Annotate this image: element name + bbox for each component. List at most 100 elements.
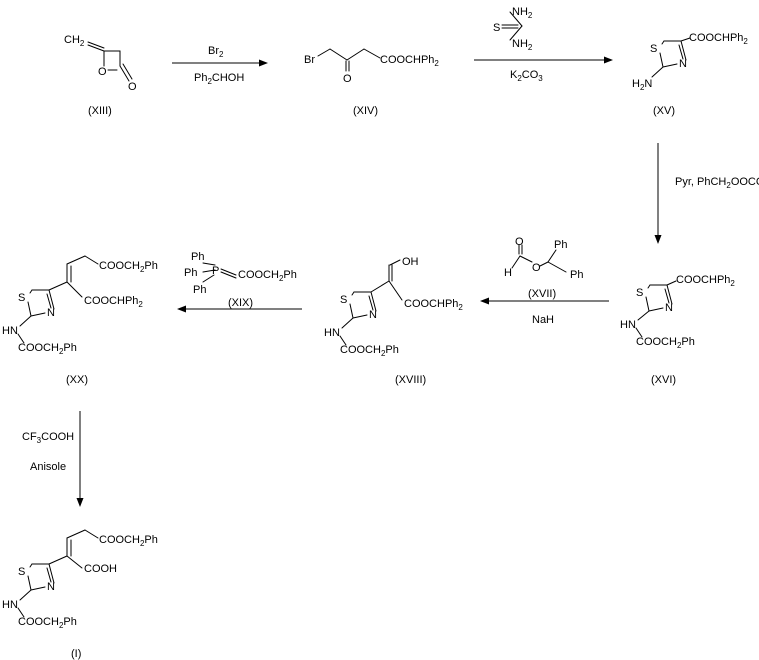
thiourea-nh2-top-subscript: 2: [528, 11, 533, 20]
reagent-benzhydrol-ph: Ph: [194, 72, 207, 84]
reagent-tfa-subscript: 3: [37, 436, 42, 445]
thiourea-nh2-bottom: NH: [512, 38, 528, 50]
thiourea-nh2-top: NH: [512, 6, 528, 18]
phenyl-1: Ph: [554, 239, 567, 251]
benzyl-ester-subscript: 2: [140, 539, 145, 548]
ring-nitrogen: N: [665, 302, 673, 314]
svg-text:CF3COOH: CF3COOH: [22, 431, 74, 445]
compound-label-i: (I): [71, 648, 81, 660]
carboxylic-acid: COOH: [84, 563, 117, 575]
ester-subscript: 2: [434, 59, 439, 68]
ring-sulfur: S: [636, 287, 643, 299]
amide-nh: HN: [324, 327, 340, 339]
ester-oxygen: O: [532, 262, 541, 274]
svg-text:COOCHPh2: COOCHPh2: [676, 274, 735, 288]
ring-nitrogen: N: [679, 58, 687, 70]
compound-xiii: CH2 O O (XIII): [64, 34, 137, 117]
svg-text:H2N: H2N: [632, 78, 652, 92]
cbz-group: COOCH: [340, 344, 381, 356]
reagent-tfa-rest: COOH: [41, 431, 74, 443]
compound-xvi: S N HN COOCH2Ph COOCHPh2 (XVI): [620, 274, 735, 386]
svg-text:Br2: Br2: [208, 45, 224, 59]
compound-label-xvi: (XVI): [651, 374, 676, 386]
cbz-subscript: 2: [59, 347, 64, 356]
svg-text:COOCHPh2: COOCHPh2: [404, 298, 463, 312]
benzhydryl-ester-subscript: 2: [138, 300, 143, 309]
arrow-5: Ph Ph Ph P COOCH2Ph (XIX): [177, 251, 302, 313]
cbz-phenyl: Ph: [63, 616, 76, 628]
svg-text:Pyr, PhCH2OOCCl: Pyr, PhCH2OOCCl: [675, 176, 759, 190]
svg-text:COOCHPh2: COOCHPh2: [689, 32, 748, 46]
reagent-cbz-chloride-rest: OOCCl: [731, 176, 759, 188]
cbz-group: COOCH: [636, 336, 677, 348]
benzyl-ester-group: COOCH: [99, 260, 140, 272]
formyl-h: H: [504, 267, 512, 279]
thiourea-nh2-bottom-subscript: 2: [528, 43, 533, 52]
reagent-tfa-cf: CF: [22, 431, 37, 443]
reagent-benzhydrol-rest: CHOH: [212, 72, 244, 84]
ring-sulfur: S: [650, 43, 657, 55]
hydroxyl: OH: [402, 256, 419, 268]
svg-text:COOCH2Ph: COOCH2Ph: [18, 342, 77, 356]
ylide-ester-phenyl: Ph: [283, 269, 296, 281]
benzyl-ester-phenyl: Ph: [144, 260, 157, 272]
svg-text:NH2: NH2: [512, 38, 533, 52]
cbz-subscript: 2: [381, 349, 386, 358]
cbz-subscript: 2: [59, 621, 64, 630]
svg-text:COOCHPh2: COOCHPh2: [84, 295, 143, 309]
benzyl-ester-group: COOCH: [99, 534, 140, 546]
reagent-bromine-subscript: 2: [219, 50, 224, 59]
svg-text:Ph2CHOH: Ph2CHOH: [194, 72, 244, 86]
arrow-6: CF3COOH Anisole: [22, 411, 84, 507]
amine-h: H: [632, 78, 640, 90]
compound-label-xvii: (XVII): [528, 288, 556, 300]
reagent-cbz-chloride: Pyr, PhCH: [675, 176, 726, 188]
ring-nitrogen: N: [47, 307, 55, 319]
svg-text:COOCH2Ph: COOCH2Ph: [238, 269, 297, 283]
amine-subscript: 2: [640, 83, 645, 92]
svg-text:COOCHPh2: COOCHPh2: [380, 54, 439, 68]
ch2-subscript: 2: [80, 39, 85, 48]
benzyl-ester-phenyl: Ph: [144, 534, 157, 546]
ring-nitrogen: N: [369, 309, 377, 321]
reagent-k2co3-sub1: 2: [517, 74, 522, 83]
ester-subscript: 2: [743, 37, 748, 46]
reagent-k2co3-sub2: 3: [538, 74, 543, 83]
compound-i: S N HN COOCH2Ph COOCH2Ph COOH (I): [2, 529, 158, 660]
ylide-phenyl-bottom: Ph: [193, 284, 206, 296]
reagent-k2co3-k: K: [510, 69, 518, 81]
thiourea-sulfur: S: [493, 22, 500, 34]
svg-text:COOCH2Ph: COOCH2Ph: [99, 260, 158, 274]
cbz-phenyl: Ph: [681, 336, 694, 348]
compound-label-xviii: (XVIII): [395, 374, 426, 386]
cbz-group: COOCH: [18, 342, 59, 354]
svg-text:COOCH2Ph: COOCH2Ph: [636, 336, 695, 350]
ketone-oxygen: O: [343, 73, 352, 85]
cbz-subscript: 2: [677, 341, 682, 350]
compound-xiv: Br O COOCHPh2 (XIV): [304, 48, 439, 117]
ylide-phenyl-top: Ph: [191, 251, 204, 263]
arrow-2: NH2 S NH2 K2CO3: [474, 6, 613, 83]
amine-n: N: [644, 78, 652, 90]
amide-nh: HN: [620, 319, 636, 331]
reagent-cbz-chloride-subscript: 2: [726, 181, 731, 190]
ring-sulfur: S: [18, 292, 25, 304]
compound-label-xx: (XX): [66, 374, 88, 386]
amide-nh: HN: [2, 325, 18, 337]
ylide-ester: COOCH: [238, 269, 279, 281]
ylide-ester-subscript: 2: [279, 274, 284, 283]
cbz-phenyl: Ph: [385, 344, 398, 356]
formyl-oxygen: O: [515, 236, 524, 248]
carbonyl-oxygen: O: [128, 81, 137, 93]
phenyl-2: Ph: [570, 269, 583, 281]
bromine-atom: Br: [304, 54, 315, 66]
compound-xx: S N HN COOCH2Ph COOCH2Ph COOCHPh2 (XX): [2, 255, 158, 386]
ring-sulfur: S: [18, 566, 25, 578]
svg-text:COOCH2Ph: COOCH2Ph: [99, 534, 158, 548]
svg-text:COOCH2Ph: COOCH2Ph: [18, 616, 77, 630]
reagent-anisole: Anisole: [30, 461, 66, 473]
ring-sulfur: S: [340, 294, 347, 306]
compound-xviii: S N HN COOCH2Ph OH COOCHPh2 (XVIII): [324, 256, 463, 386]
reagent-bromine: Br: [208, 45, 219, 57]
